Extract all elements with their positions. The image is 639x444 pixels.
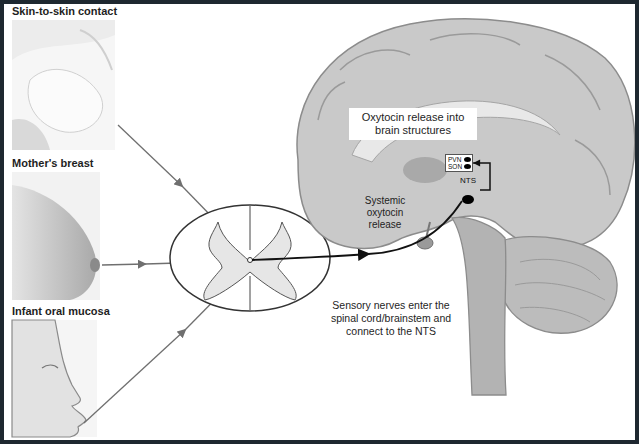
nucleus-name: NTS xyxy=(456,176,480,186)
nucleus-dot xyxy=(464,164,471,169)
central-canal xyxy=(248,258,253,263)
infant-eye xyxy=(42,365,58,368)
infant-face xyxy=(12,320,86,437)
sensory-arrow xyxy=(84,330,185,423)
annotation-text: Sensory nerves enter the spinal cord/bra… xyxy=(316,298,466,339)
gyrus xyxy=(340,50,410,70)
photo-panel: Skin-to-skin contact xyxy=(12,5,122,150)
nipple xyxy=(90,258,100,272)
gyrus xyxy=(430,34,520,45)
photo-heading: Mother's breast xyxy=(12,157,112,170)
arrowhead xyxy=(473,160,480,167)
photo-detail xyxy=(80,30,112,70)
sensory-arrow xyxy=(118,125,182,186)
gyrus xyxy=(545,55,600,110)
ventral-fissure xyxy=(250,276,251,310)
sensory-arrow xyxy=(102,264,145,265)
photo-baby xyxy=(28,69,103,132)
dorsal-septum xyxy=(250,206,251,250)
callout-text: Oxytocin release into brain structures xyxy=(353,111,473,137)
photo-skin xyxy=(12,35,115,150)
gyrus xyxy=(575,140,610,195)
photo-heading: Skin-to-skin contact xyxy=(12,5,122,18)
callout-box: Oxytocin release into brain structures xyxy=(349,108,477,140)
annotation-text: Systemic oxytocin release xyxy=(350,195,420,231)
nucleus-name: PVN xyxy=(448,156,462,163)
cerebellum-folia xyxy=(520,259,600,280)
cerebellum-folia xyxy=(515,283,605,300)
gyrus xyxy=(318,82,345,120)
afferent-pathway xyxy=(252,254,368,260)
breast-shape xyxy=(12,185,96,300)
thalamus xyxy=(403,157,447,183)
connector xyxy=(473,160,490,191)
photo-heading: Infant oral mucosa xyxy=(12,305,114,318)
photo-panel: Mother's breast xyxy=(12,157,112,300)
nucleus-dot xyxy=(462,195,474,204)
nucleus-label: PVNSON xyxy=(445,154,473,172)
photo xyxy=(12,20,115,150)
nucleus-label: NTS xyxy=(456,176,480,204)
nucleus-dot xyxy=(464,157,471,162)
cerebrum xyxy=(297,19,635,249)
photo xyxy=(12,320,97,437)
photo-shadow xyxy=(12,119,50,150)
cerebellum xyxy=(502,237,617,334)
photo xyxy=(12,172,100,300)
photo-panel: Infant oral mucosa xyxy=(12,305,114,437)
cerebellum-folia xyxy=(520,307,590,322)
nucleus-name: SON xyxy=(448,163,462,170)
